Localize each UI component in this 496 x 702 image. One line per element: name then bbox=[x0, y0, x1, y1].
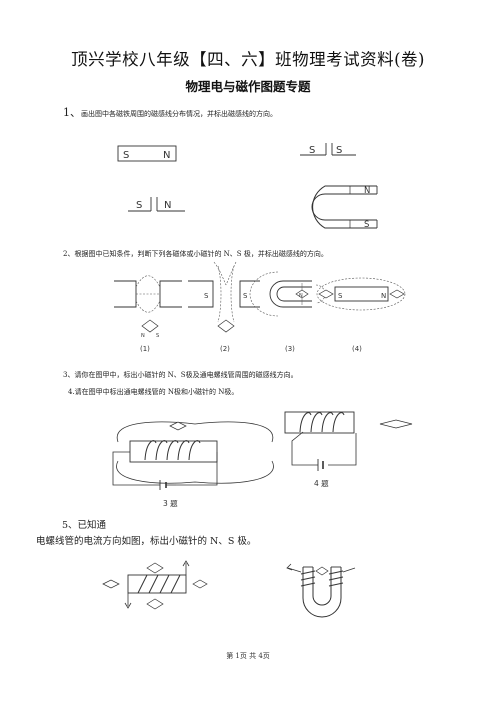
page-subtitle: 物理电与磁作图题专题 bbox=[185, 79, 311, 94]
bar2-right-pole: S bbox=[336, 145, 342, 156]
horseshoe-magnet: N S bbox=[311, 185, 378, 230]
question-3-text: 3、请你在图甲中，标出小磁针的 N、S极及通电螺线管周围的磁感线方向。 bbox=[63, 371, 298, 379]
bar3-left-pole: S bbox=[136, 200, 142, 211]
q2-figure-4: S N bbox=[316, 277, 406, 311]
bar-magnet-pair-sn: S N bbox=[128, 197, 185, 212]
bar1-left-pole: S bbox=[123, 150, 129, 161]
fig2-label-s2: S bbox=[243, 292, 248, 300]
needle-1-label-s: S bbox=[156, 333, 159, 339]
q4-solenoid-figure: 4 题 bbox=[284, 411, 413, 488]
question-5-line-2: 电螺线管的电流方向如图，标出小磁针的 N、S 极。 bbox=[36, 536, 257, 547]
caption-2: (2) bbox=[220, 345, 230, 353]
q2-figure-2: S S bbox=[188, 261, 260, 333]
q3-solenoid-figure: 3 题 bbox=[112, 421, 274, 508]
question-1: 1、画出图中各磁铁周围的磁感线分布情况，并标出磁感线的方向。 bbox=[63, 104, 277, 120]
question-1-text: 画出图中各磁铁周围的磁感线分布情况，并标出磁感线的方向。 bbox=[81, 110, 277, 118]
question-2-text: 2、根据图中已知条件，判断下列各磁体或小磁针的 N、S 极，并标出磁感线的方向。 bbox=[63, 250, 328, 258]
caption-4: (4) bbox=[352, 345, 362, 353]
caption-1: (1) bbox=[140, 345, 150, 353]
fig4-label-n: N bbox=[381, 292, 386, 300]
page-title: 顶兴学校八年级【四、六】班物理考试资料(卷) bbox=[71, 50, 425, 69]
q2-figure-1: N S bbox=[114, 275, 182, 339]
question-1-number: 1、 bbox=[63, 106, 81, 119]
bar-magnet-pair-ss: S S bbox=[300, 143, 356, 156]
horseshoe-top-pole: N bbox=[364, 186, 370, 196]
bar2-left-pole: S bbox=[309, 145, 315, 156]
q2-figure-3: N bbox=[249, 271, 326, 317]
question-5-line-1: 5、已知通 bbox=[62, 520, 107, 531]
bar-magnet-1: S N bbox=[117, 145, 177, 162]
horseshoe-bottom-pole: S bbox=[364, 220, 369, 230]
question-4-text: 4.请在图甲中标出通电螺线管的 N极和小磁针的 N极。 bbox=[68, 388, 239, 396]
q5-solenoid-with-needles bbox=[102, 560, 208, 610]
figure-3-label: 3 题 bbox=[163, 499, 178, 508]
fig2-label-s: S bbox=[204, 292, 209, 300]
fig4-label-s: S bbox=[338, 292, 343, 300]
q5-u-electromagnet bbox=[286, 563, 356, 618]
bar1-right-pole: N bbox=[163, 150, 170, 161]
caption-3: (3) bbox=[285, 345, 295, 353]
fig3-label-n: N bbox=[299, 293, 303, 299]
bar3-right-pole: N bbox=[164, 200, 171, 211]
needle-1-label-n: N bbox=[141, 333, 145, 339]
figure-4-label: 4 题 bbox=[314, 479, 329, 488]
page-footer: 第 1页 共 4页 bbox=[226, 652, 270, 660]
